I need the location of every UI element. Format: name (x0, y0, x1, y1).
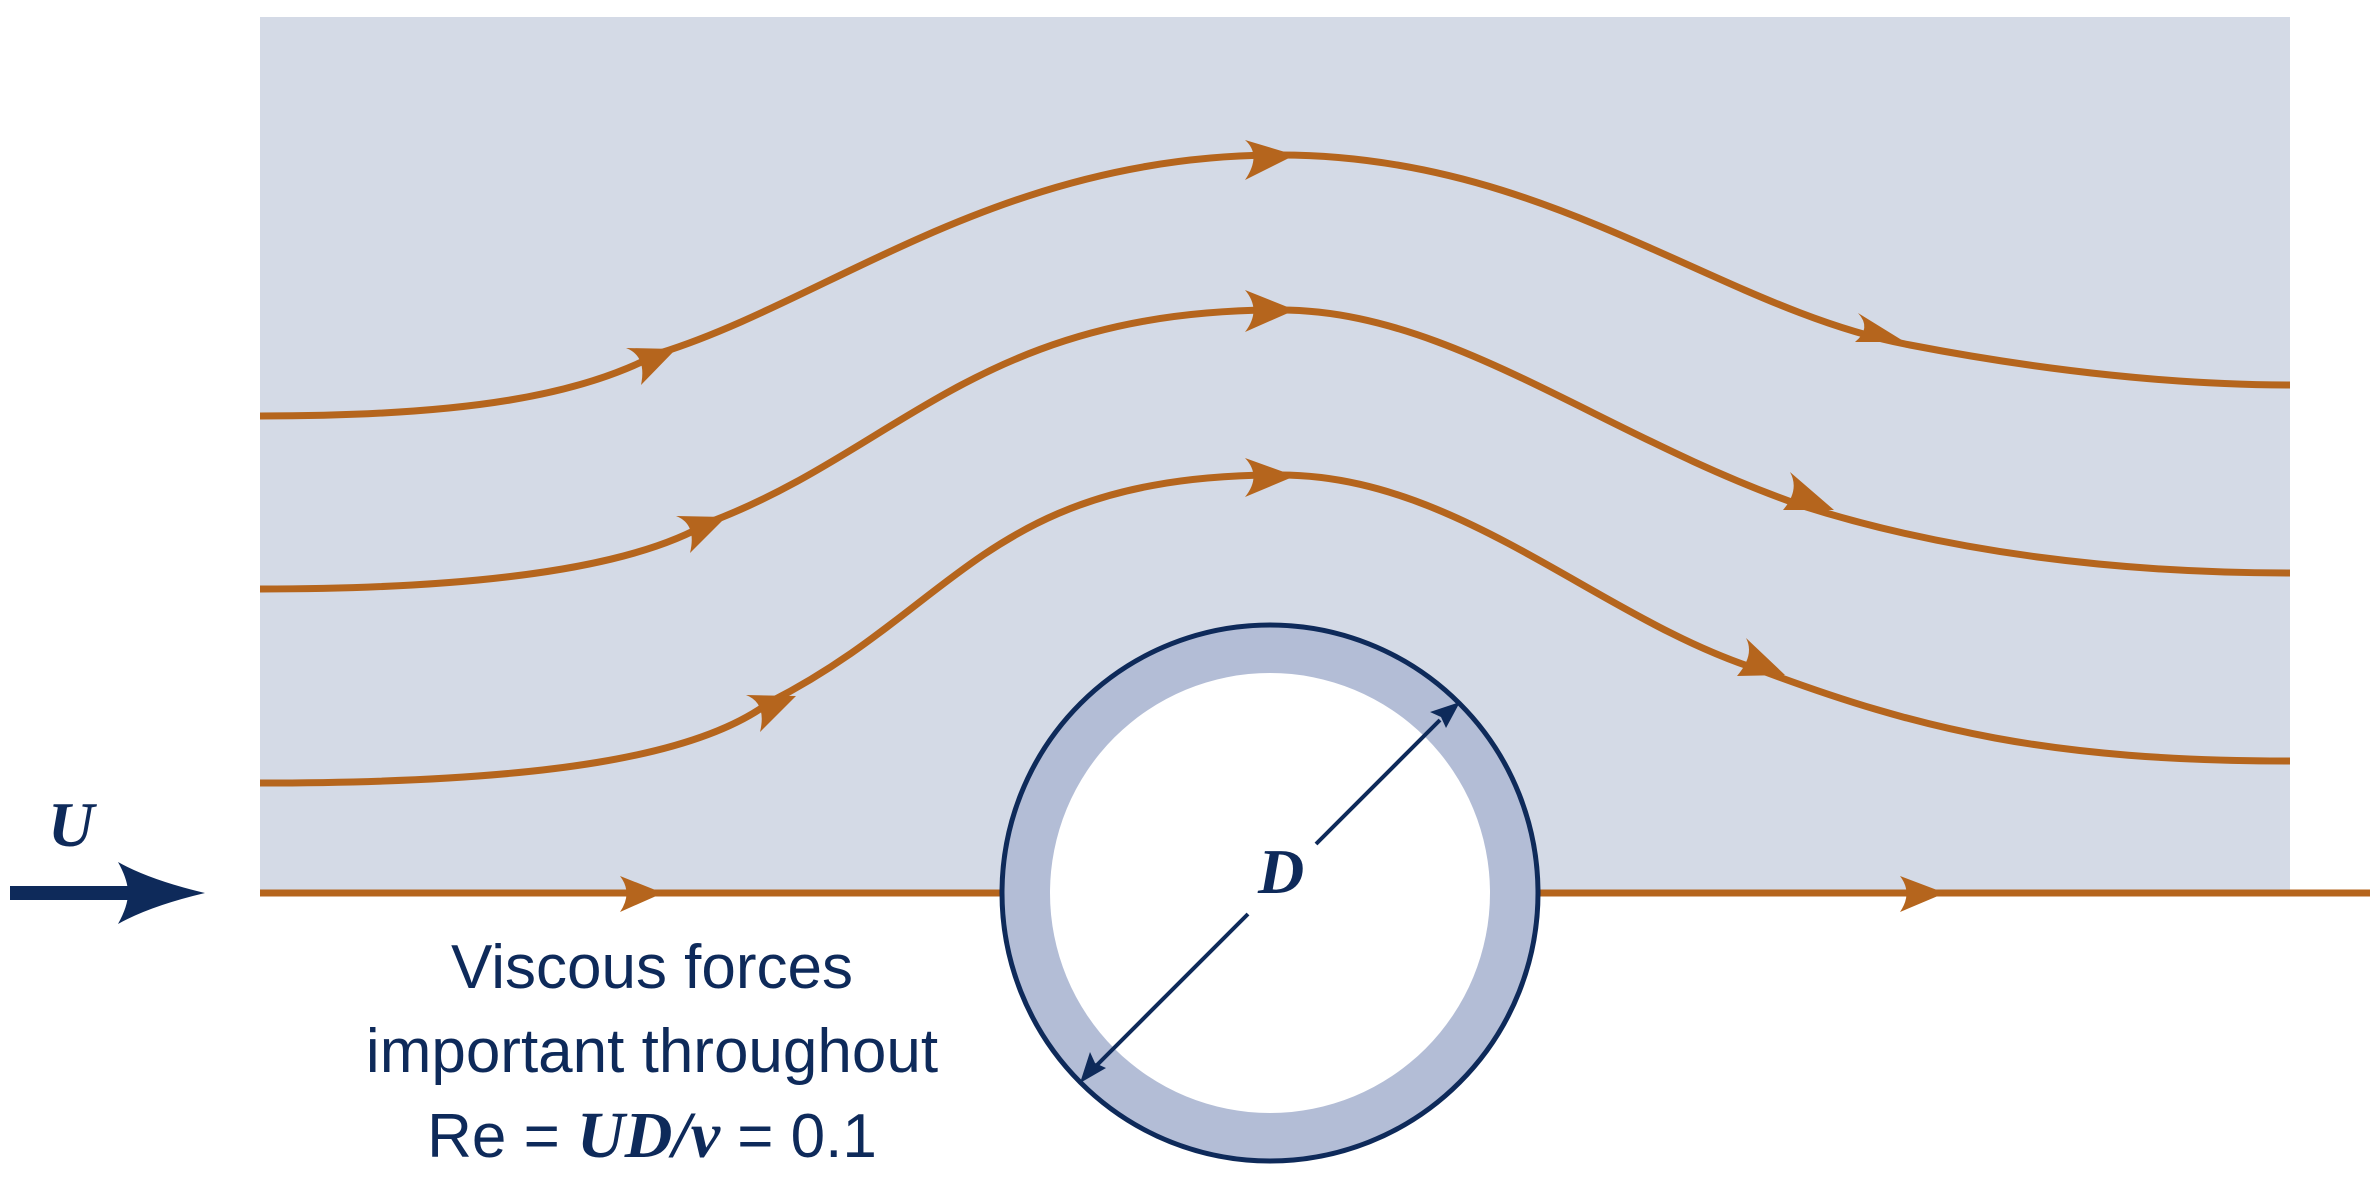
caption-line-3: Re = UD/ν = 0.1 (427, 1099, 877, 1172)
reynolds-symbol: Re = (427, 1102, 577, 1171)
streamline-arrow (676, 516, 726, 553)
diameter-arrowhead-upper (1430, 702, 1460, 728)
diameter-label: D (1257, 836, 1304, 907)
reynolds-expression: UD/ν (577, 1099, 721, 1172)
diameter-line-upper (1314, 718, 1442, 846)
streamline-arrow (1245, 140, 1295, 180)
velocity-label: U (48, 789, 97, 860)
caption-line-2: important throughout (366, 1017, 938, 1086)
streamline-arrow (1245, 458, 1295, 497)
diameter-arrowhead-lower (1080, 1052, 1106, 1083)
freestream-arrow (10, 862, 205, 924)
streamline-arrow (746, 695, 796, 732)
diameter-line-lower (1091, 912, 1250, 1071)
reynolds-value: = 0.1 (720, 1102, 877, 1171)
streamline-arrow (1783, 472, 1834, 510)
streamline-arrow (626, 348, 676, 385)
caption-line-1: Viscous forces (451, 933, 853, 1002)
streamline-arrow (1900, 876, 1945, 912)
streamline-arrow (1737, 638, 1785, 676)
streamline-arrow (620, 876, 663, 912)
streamline-arrow (1245, 290, 1295, 332)
streamline-arrow (1855, 313, 1905, 342)
